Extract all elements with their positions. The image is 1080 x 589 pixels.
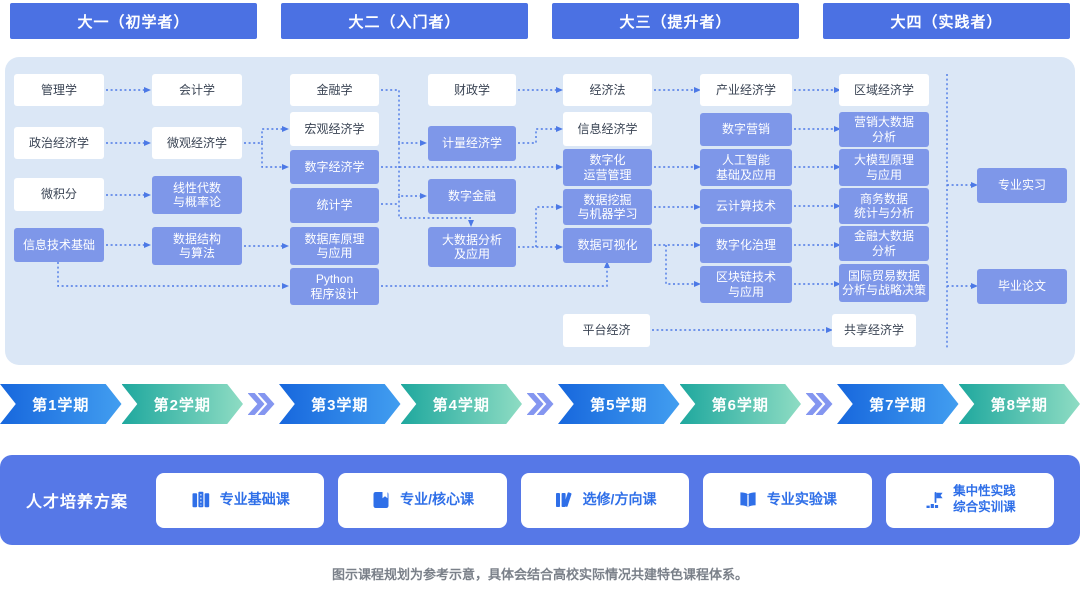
- semester-chevron-7: 第7学期: [837, 384, 959, 424]
- course-box: 区块链技术 与应用: [700, 266, 792, 303]
- course-box: Python 程序设计: [290, 268, 379, 305]
- course-box: 大模型原理 与应用: [839, 149, 929, 186]
- book-icon: [373, 492, 389, 508]
- semester-chevron-2: 第2学期: [121, 384, 243, 424]
- course-box: 统计学: [290, 188, 379, 223]
- course-box: 数据挖掘 与机器学习: [563, 189, 652, 225]
- legend-card-practice-courses: 集中性实践 综合实训课: [885, 472, 1055, 528]
- course-box: 数字经济学: [290, 150, 379, 184]
- course-box: 人工智能 基础及应用: [700, 149, 792, 186]
- year-header-row: 大一（初学者） 大二（入门者） 大三（提升者） 大四（实践者）: [10, 3, 1070, 39]
- legend-card-label: 专业基础课: [219, 491, 290, 508]
- course-box: 大数据分析 及应用: [428, 227, 516, 267]
- course-box: 微积分: [14, 178, 104, 211]
- year-header-2: 大二（入门者）: [281, 3, 528, 39]
- course-box: 国际贸易数据 分析与战略决策: [839, 264, 929, 302]
- course-box: 政治经济学: [14, 127, 104, 159]
- legend-card-basic-courses: 专业基础课: [156, 472, 325, 528]
- legend-card-label: 集中性实践 综合实训课: [953, 484, 1016, 514]
- course-box: 微观经济学: [152, 127, 242, 159]
- legend-bar: 人才培养方案 专业基础课 专业/核心课 选修/方向课: [0, 455, 1080, 545]
- legend-card-label: 专业/核心课: [400, 491, 475, 508]
- semester-chevron-4: 第4学期: [400, 384, 522, 424]
- course-box: 宏观经济学: [290, 112, 379, 146]
- legend-card-core-courses: 专业/核心课: [338, 472, 507, 528]
- course-box: 信息经济学: [563, 112, 652, 146]
- legend-title: 人才培养方案: [26, 494, 129, 511]
- course-box: 数字金融: [428, 179, 516, 214]
- year-header-4: 大四（实践者）: [823, 3, 1070, 39]
- legend-card-label: 专业实验课: [766, 491, 837, 508]
- course-box: 区域经济学: [839, 74, 929, 106]
- semester-chevron-8: 第8学期: [958, 384, 1080, 424]
- semester-chevron-5: 第5学期: [558, 384, 680, 424]
- course-box: 营销大数据 分析: [839, 112, 929, 147]
- legend-card-lab-courses: 专业实验课: [703, 472, 872, 528]
- course-box: 产业经济学: [700, 74, 792, 106]
- semester-timeline: 第1学期 第2学期 第3学期 第4学期 第5学期 第6学期 第7学期 第8学期: [0, 384, 1080, 424]
- library-books-icon: [555, 492, 572, 507]
- legend-card-elective-courses: 选修/方向课: [520, 472, 690, 528]
- course-box: 云计算技术: [700, 189, 792, 224]
- legend-card-label: 选修/方向课: [582, 491, 657, 508]
- course-box: 专业实习: [977, 168, 1067, 203]
- open-book-icon: [740, 492, 756, 508]
- semester-chevron-6: 第6学期: [679, 384, 801, 424]
- course-box: 信息技术基础: [14, 228, 104, 262]
- course-box: 商务数据 统计与分析: [839, 188, 929, 224]
- practice-flag-icon: [926, 492, 943, 508]
- course-box: 数字化治理: [700, 227, 792, 263]
- course-box: 金融大数据 分析: [839, 226, 929, 261]
- course-box: 数据结构 与算法: [152, 227, 242, 265]
- semester-chevron-1: 第1学期: [0, 384, 122, 424]
- bookshelf-icon: [192, 491, 209, 508]
- double-chevron-separator: [243, 384, 279, 424]
- year-header-1: 大一（初学者）: [10, 3, 257, 39]
- double-chevron-separator: [801, 384, 837, 424]
- course-box: 财政学: [428, 74, 516, 106]
- course-box: 共享经济学: [832, 314, 916, 347]
- course-box: 经济法: [563, 74, 652, 106]
- course-box: 数字化 运营管理: [563, 149, 652, 186]
- course-box: 金融学: [290, 74, 379, 106]
- course-box: 管理学: [14, 74, 104, 106]
- year-header-3: 大三（提升者）: [552, 3, 799, 39]
- course-box: 数据库原理 与应用: [290, 227, 379, 265]
- semester-chevron-3: 第3学期: [279, 384, 401, 424]
- course-box: 线性代数 与概率论: [152, 176, 242, 214]
- course-box: 平台经济: [563, 314, 650, 347]
- course-box: 毕业论文: [977, 269, 1067, 304]
- course-box: 计量经济学: [428, 126, 516, 161]
- course-box: 数字营销: [700, 113, 792, 146]
- course-box: 会计学: [152, 74, 242, 106]
- course-box: 数据可视化: [563, 228, 652, 263]
- footer-note: 图示课程规划为参考示意，具体会结合高校实际情况共建特色课程体系。: [331, 567, 748, 582]
- double-chevron-separator: [522, 384, 558, 424]
